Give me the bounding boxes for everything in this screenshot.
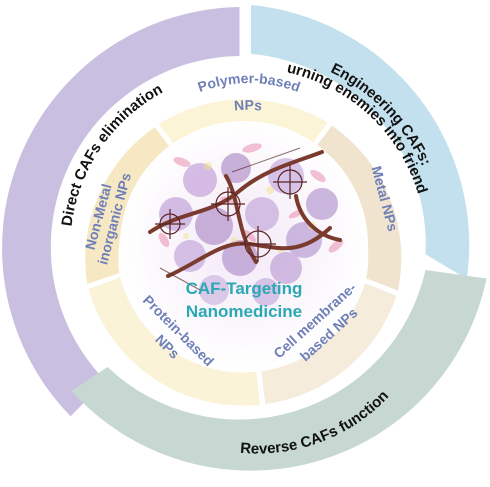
segment-cell-membrane-nps [261,283,397,405]
center-title-line1: CAF-Targeting [186,279,303,298]
crosshair-icon [273,165,307,199]
segment-engineering-cafs [251,5,470,279]
label-polymer-line2: NPs [233,97,262,114]
tumor-illustration [120,121,368,369]
segment-reverse-function [71,270,487,471]
center-labels: CAF-Targeting Nanomedicine [186,279,303,321]
segment-direct-elimination [2,7,240,417]
crosshair-icon [155,209,185,239]
crosshair-icon [211,187,245,221]
center-title-line2: Nanomedicine [186,302,302,321]
segment-protein-nps [88,277,260,406]
outer-ring [2,5,487,471]
crosshair-icon [240,226,276,262]
crosshair-icons [155,165,307,262]
